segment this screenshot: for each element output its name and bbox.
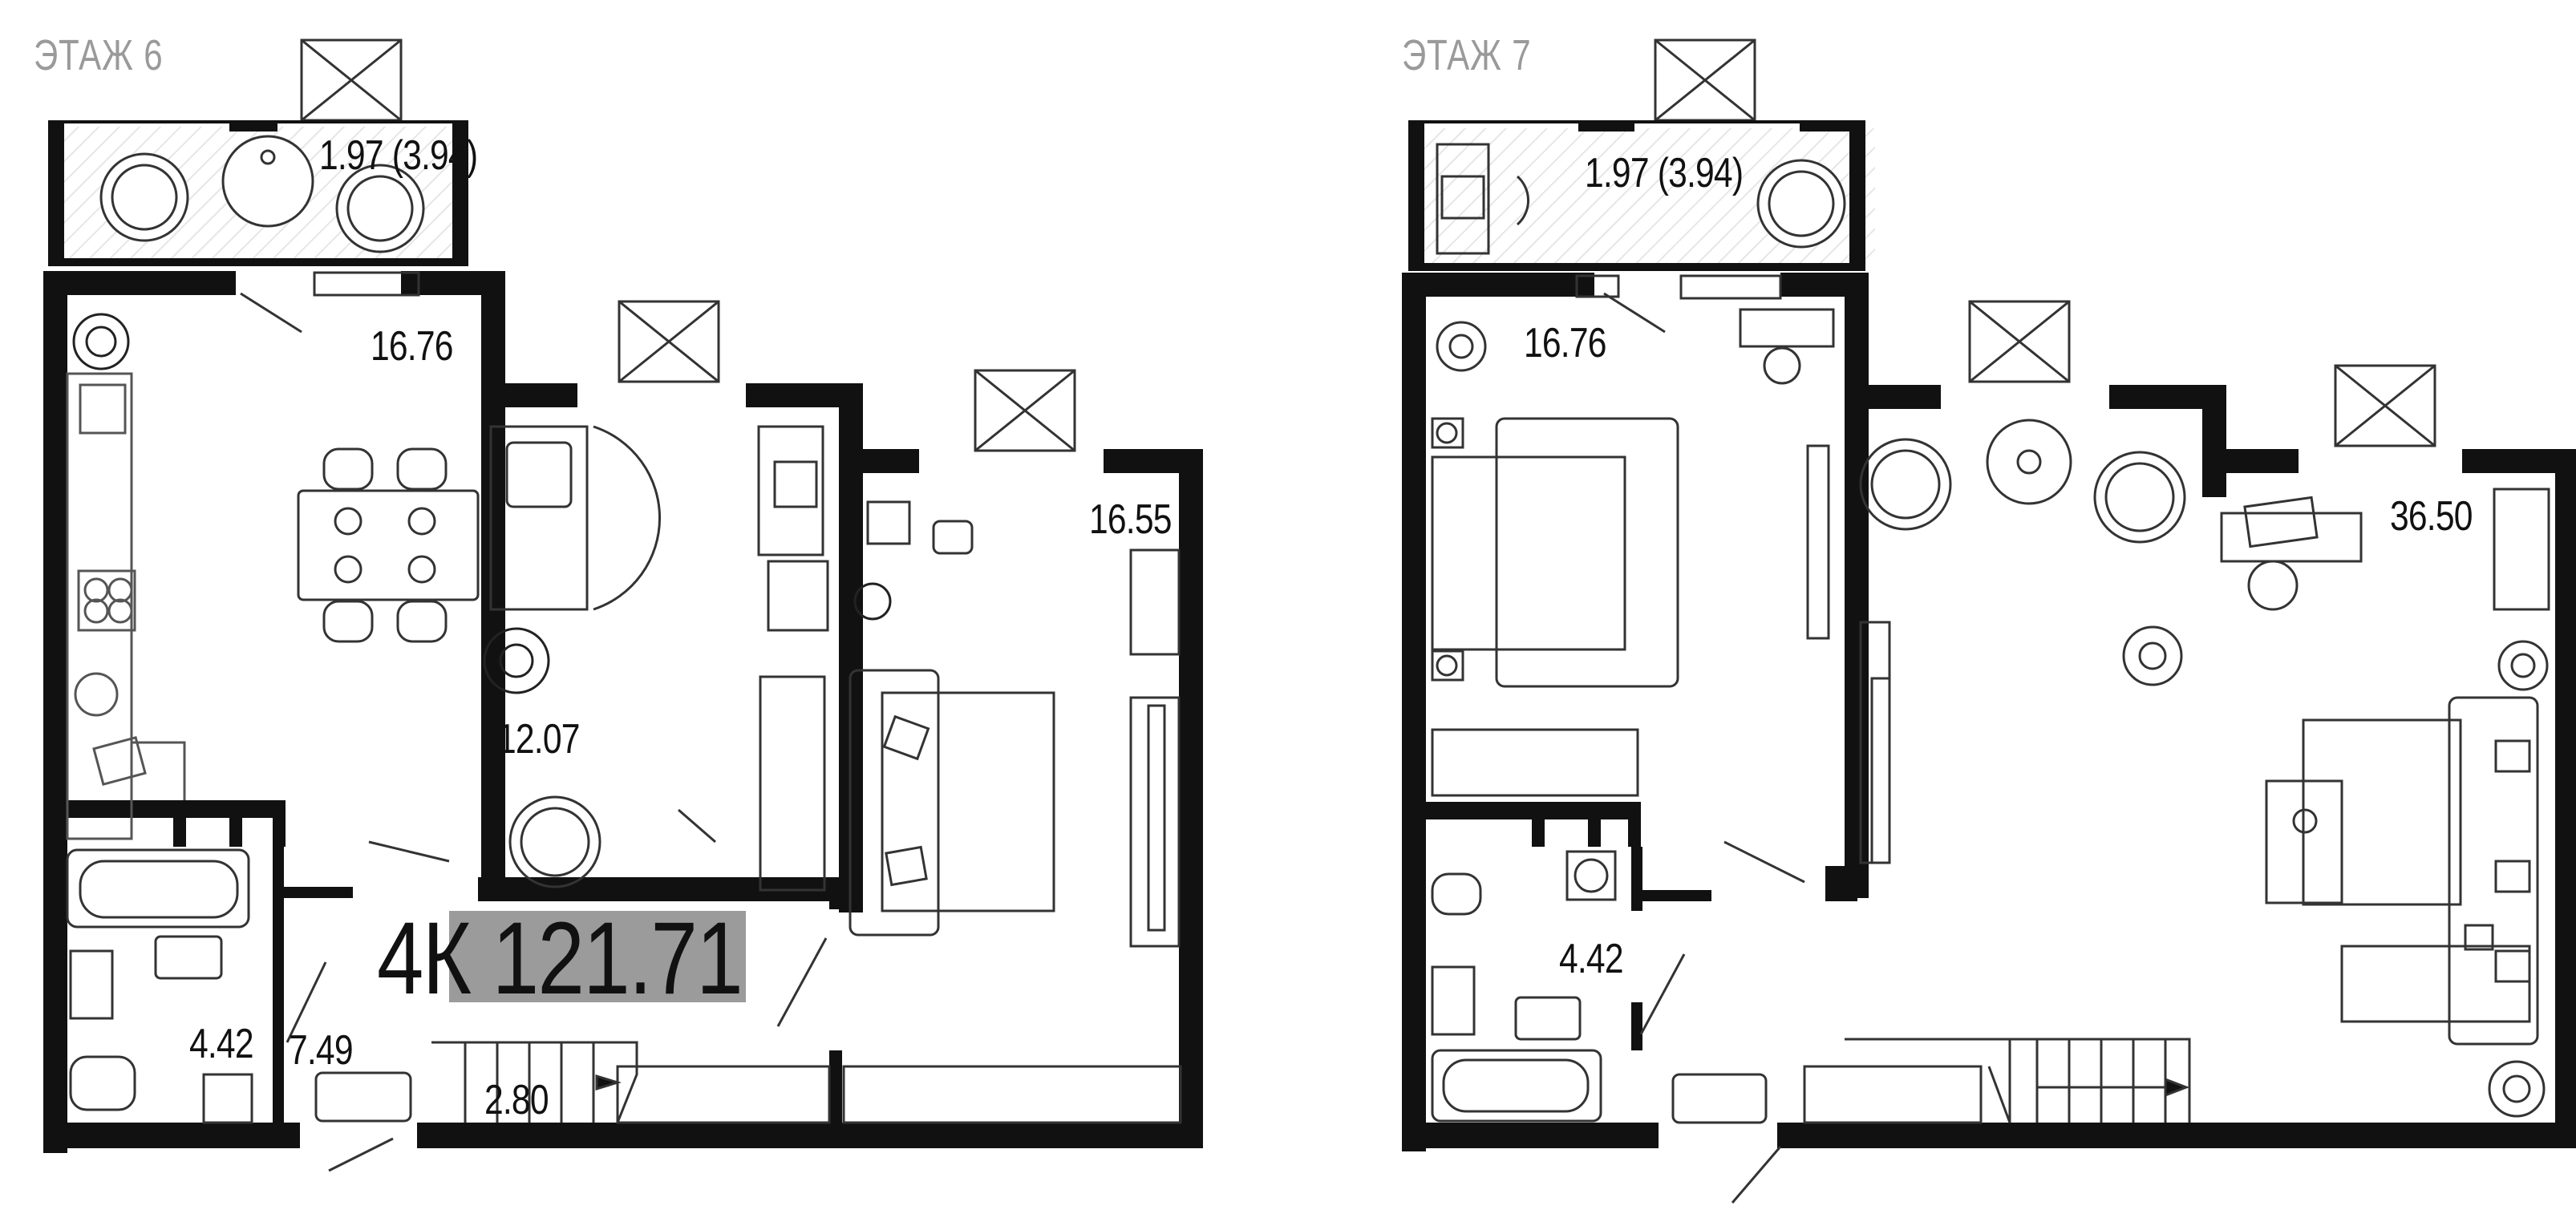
floor-6-living-area: 16.55 [1089, 496, 1172, 543]
floor-6-balcony-area: 1.97 (3.94) [319, 132, 478, 179]
living-furniture [849, 500, 1181, 948]
floor-6-kitchen-area: 16.76 [371, 323, 453, 370]
stairs [1803, 1038, 2191, 1124]
floor-7-title: ЭТАЖ 7 [1402, 31, 1532, 79]
window-icon [1654, 38, 2436, 447]
floor-6-plan [43, 38, 1203, 1172]
floor-7-living-area: 36.50 [2390, 493, 2473, 540]
floor-6-bedroom-area: 12.07 [497, 716, 580, 763]
plant-icon [72, 313, 892, 694]
living-furniture [1859, 419, 2550, 1118]
window-icon [300, 38, 1076, 452]
apartment-type-label: 4К 121.71 [377, 901, 743, 1016]
walls [1402, 120, 2576, 1151]
bathroom-fixtures [66, 840, 828, 1172]
floor-7-bathroom-area: 4.42 [1559, 936, 1624, 982]
floor-6-title: ЭТАЖ 6 [34, 31, 164, 79]
armchair-icon [99, 135, 425, 253]
bedroom-furniture [1431, 308, 1835, 797]
dining-table-icon [297, 447, 480, 643]
apartment-type-badge: 4К 121.71 [377, 908, 749, 1010]
badge-background [449, 911, 746, 1002]
bathroom-fixtures [1431, 840, 1805, 1204]
wardrobe [616, 1065, 1182, 1124]
stairs [431, 1041, 638, 1123]
floor-6-hall-area: 7.49 [289, 1027, 354, 1074]
floor-6-corridor-area: 2.80 [484, 1077, 549, 1123]
bedroom-furniture [489, 425, 829, 892]
floor-7-balcony-area: 1.97 (3.94) [1585, 150, 1744, 196]
floor-7-bedroom-area: 16.76 [1524, 320, 1606, 366]
floor-7-plan [1402, 38, 2576, 1204]
floor-6-bathroom-area: 4.42 [189, 1021, 254, 1067]
